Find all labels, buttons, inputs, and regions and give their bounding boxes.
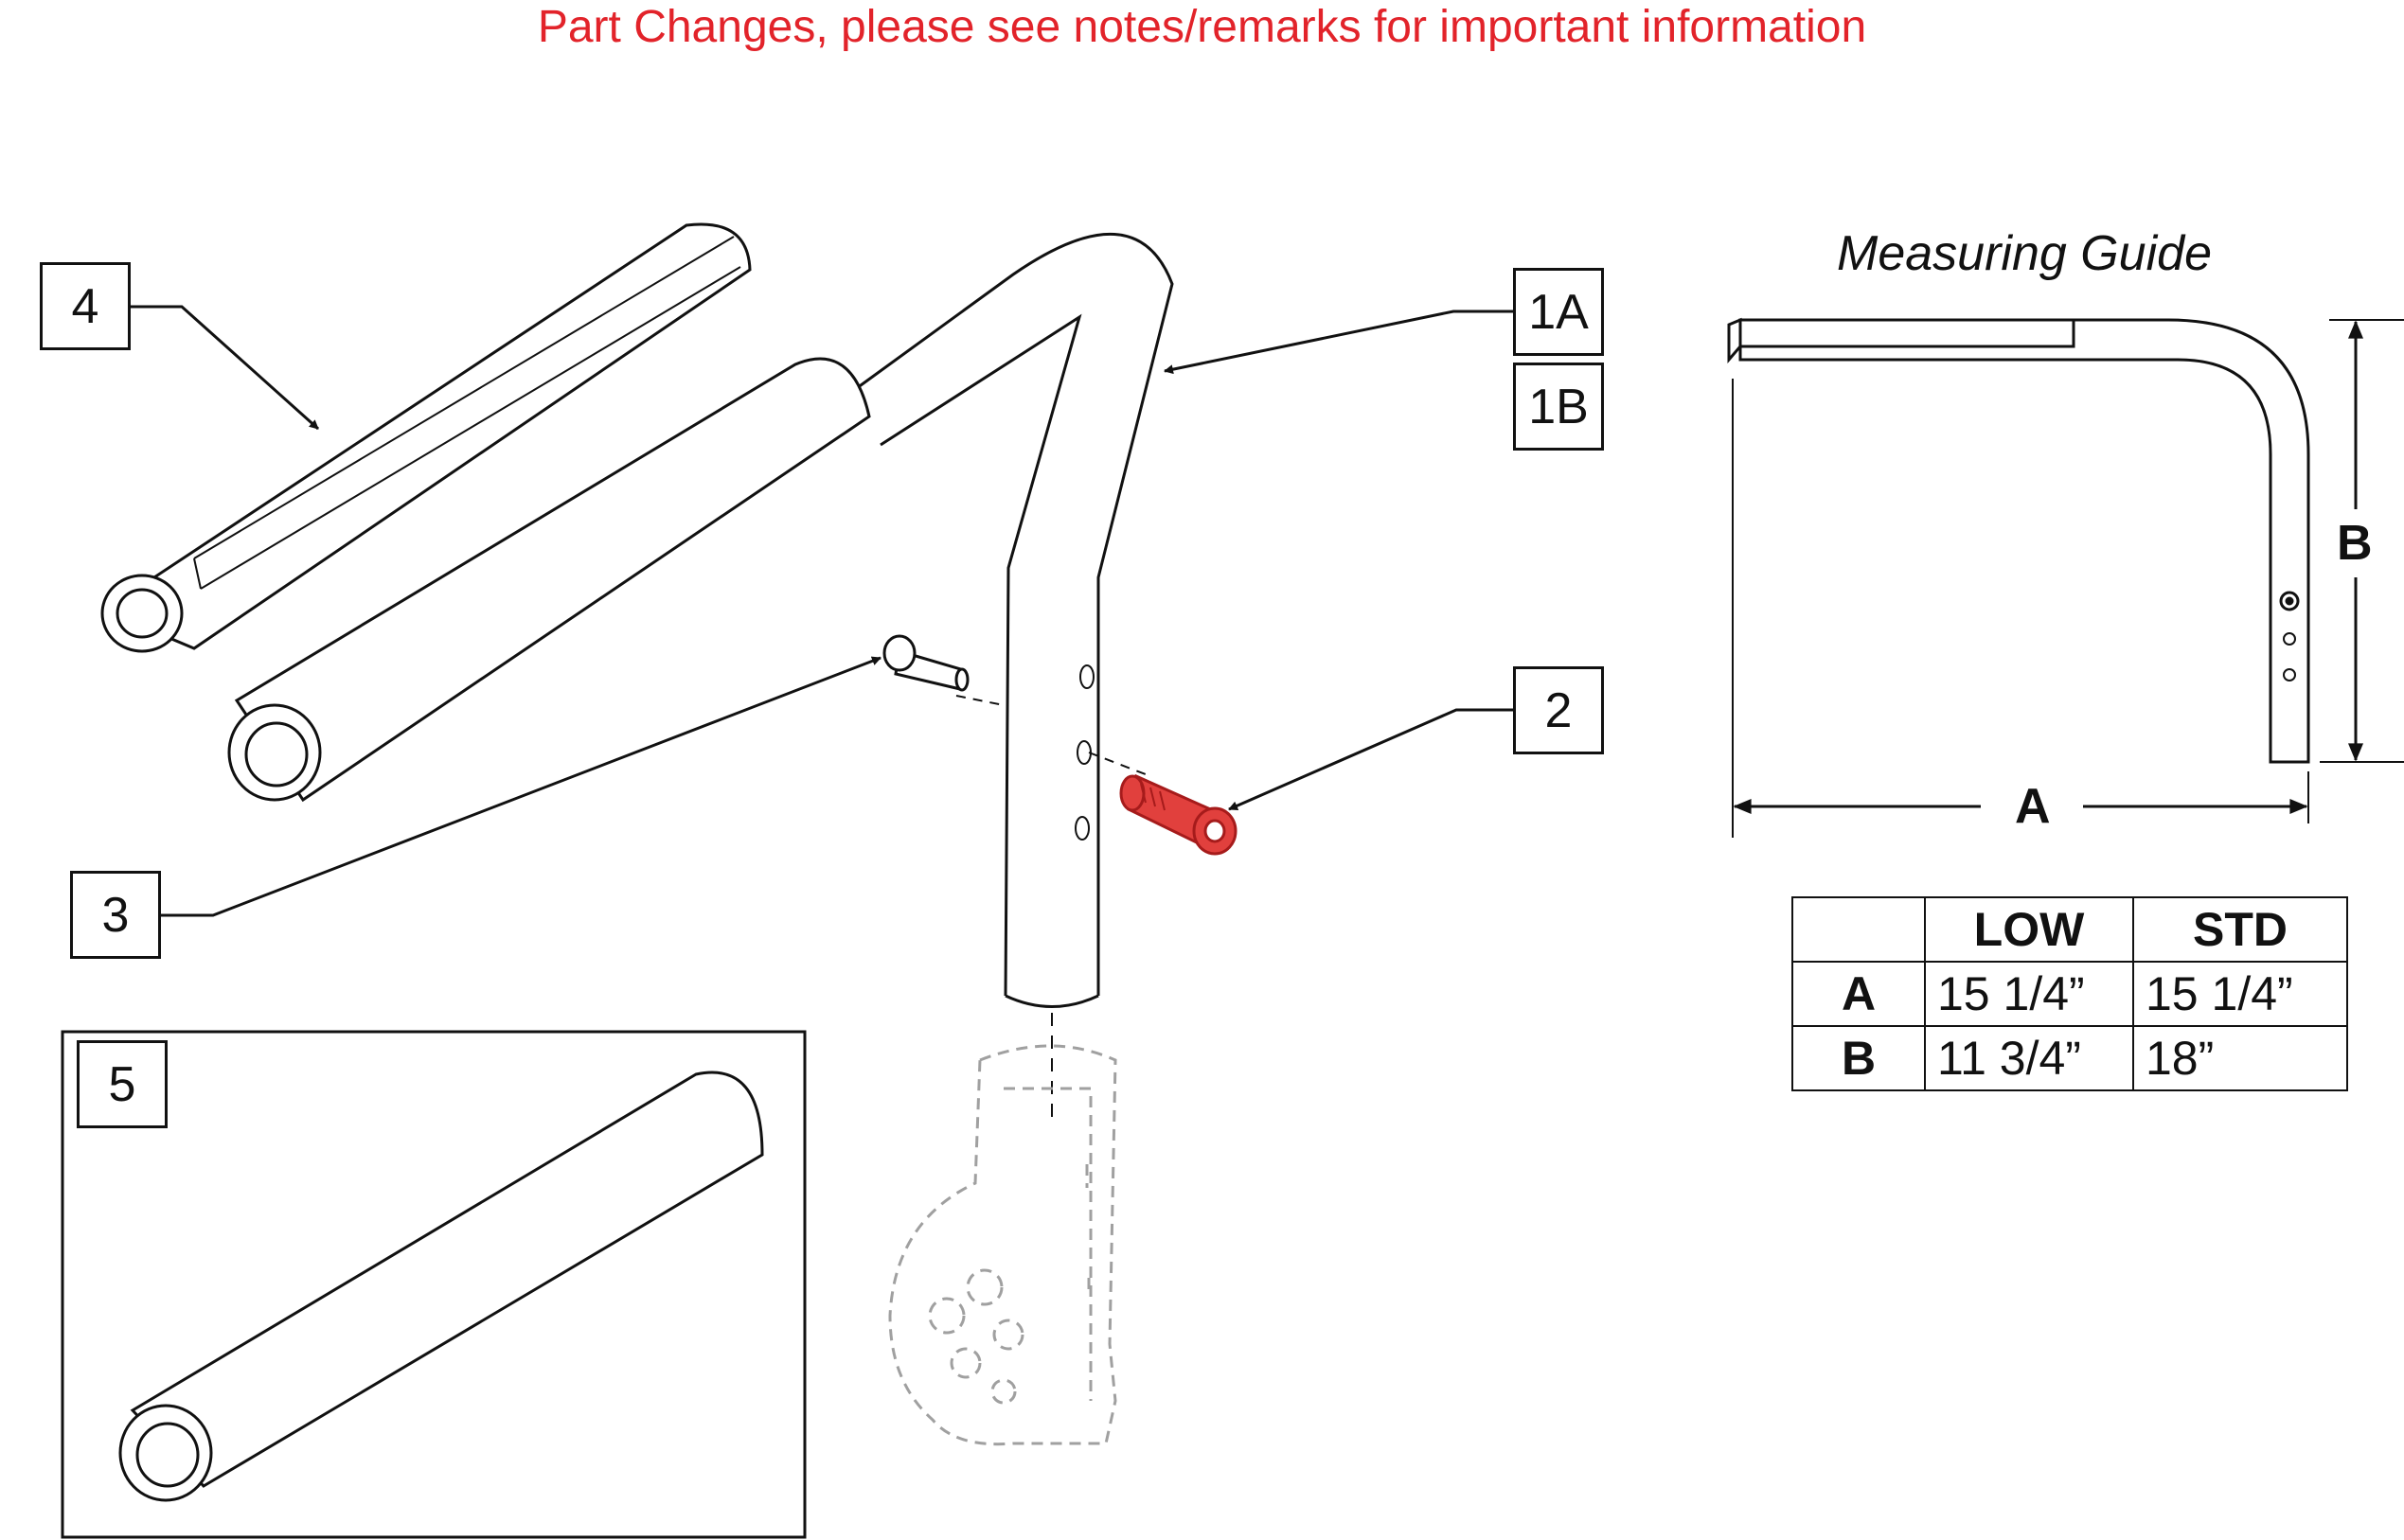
callout-part-2[interactable]: 2 [1513,666,1604,754]
size-table-cell-std: 15 1/4” [2132,961,2348,1027]
size-table-corner-cell [1791,896,1926,963]
measuring-guide-title: Measuring Guide [1837,226,2212,281]
callout-part-1a[interactable]: 1A [1513,268,1604,356]
grip-tube-part-4 [100,222,752,653]
callout-part-5[interactable]: 5 [77,1040,168,1128]
dimension-b-label: B [2327,515,2382,572]
size-table-row-label: B [1791,1025,1926,1091]
receiver-bracket-phantom [888,1044,1117,1446]
part-changes-notice: Part Changes, please see notes/remarks f… [537,2,1867,52]
grip-part-5 [118,1071,764,1502]
push-handle-part-1 [227,233,1174,1117]
part-5-frame [61,1030,807,1539]
size-table-row-label: A [1791,961,1926,1027]
dimension-a-label: A [2005,778,2060,835]
size-table-header-std: STD [2132,896,2348,963]
callout-leaders [131,305,1513,917]
size-table-header-row: LOW STD [1791,896,2348,963]
callout-part-4[interactable]: 4 [40,262,131,350]
screw-part-3 [882,634,970,692]
size-table-cell-low: 15 1/4” [1924,961,2134,1027]
shoulder-bolt-part-2 [1119,773,1238,856]
table-row: A 15 1/4” 15 1/4” [1791,961,2348,1027]
callout-part-1b[interactable]: 1B [1513,363,1604,451]
size-table: LOW STD A 15 1/4” 15 1/4” B 11 3/4” 18” [1791,896,2348,1091]
size-table-cell-low: 11 3/4” [1924,1025,2134,1091]
size-table-header-low: LOW [1924,896,2134,963]
size-table-cell-std: 18” [2132,1025,2348,1091]
callout-part-3[interactable]: 3 [70,871,161,959]
measuring-guide-drawing [1727,317,2404,838]
table-row: B 11 3/4” 18” [1791,1025,2348,1091]
